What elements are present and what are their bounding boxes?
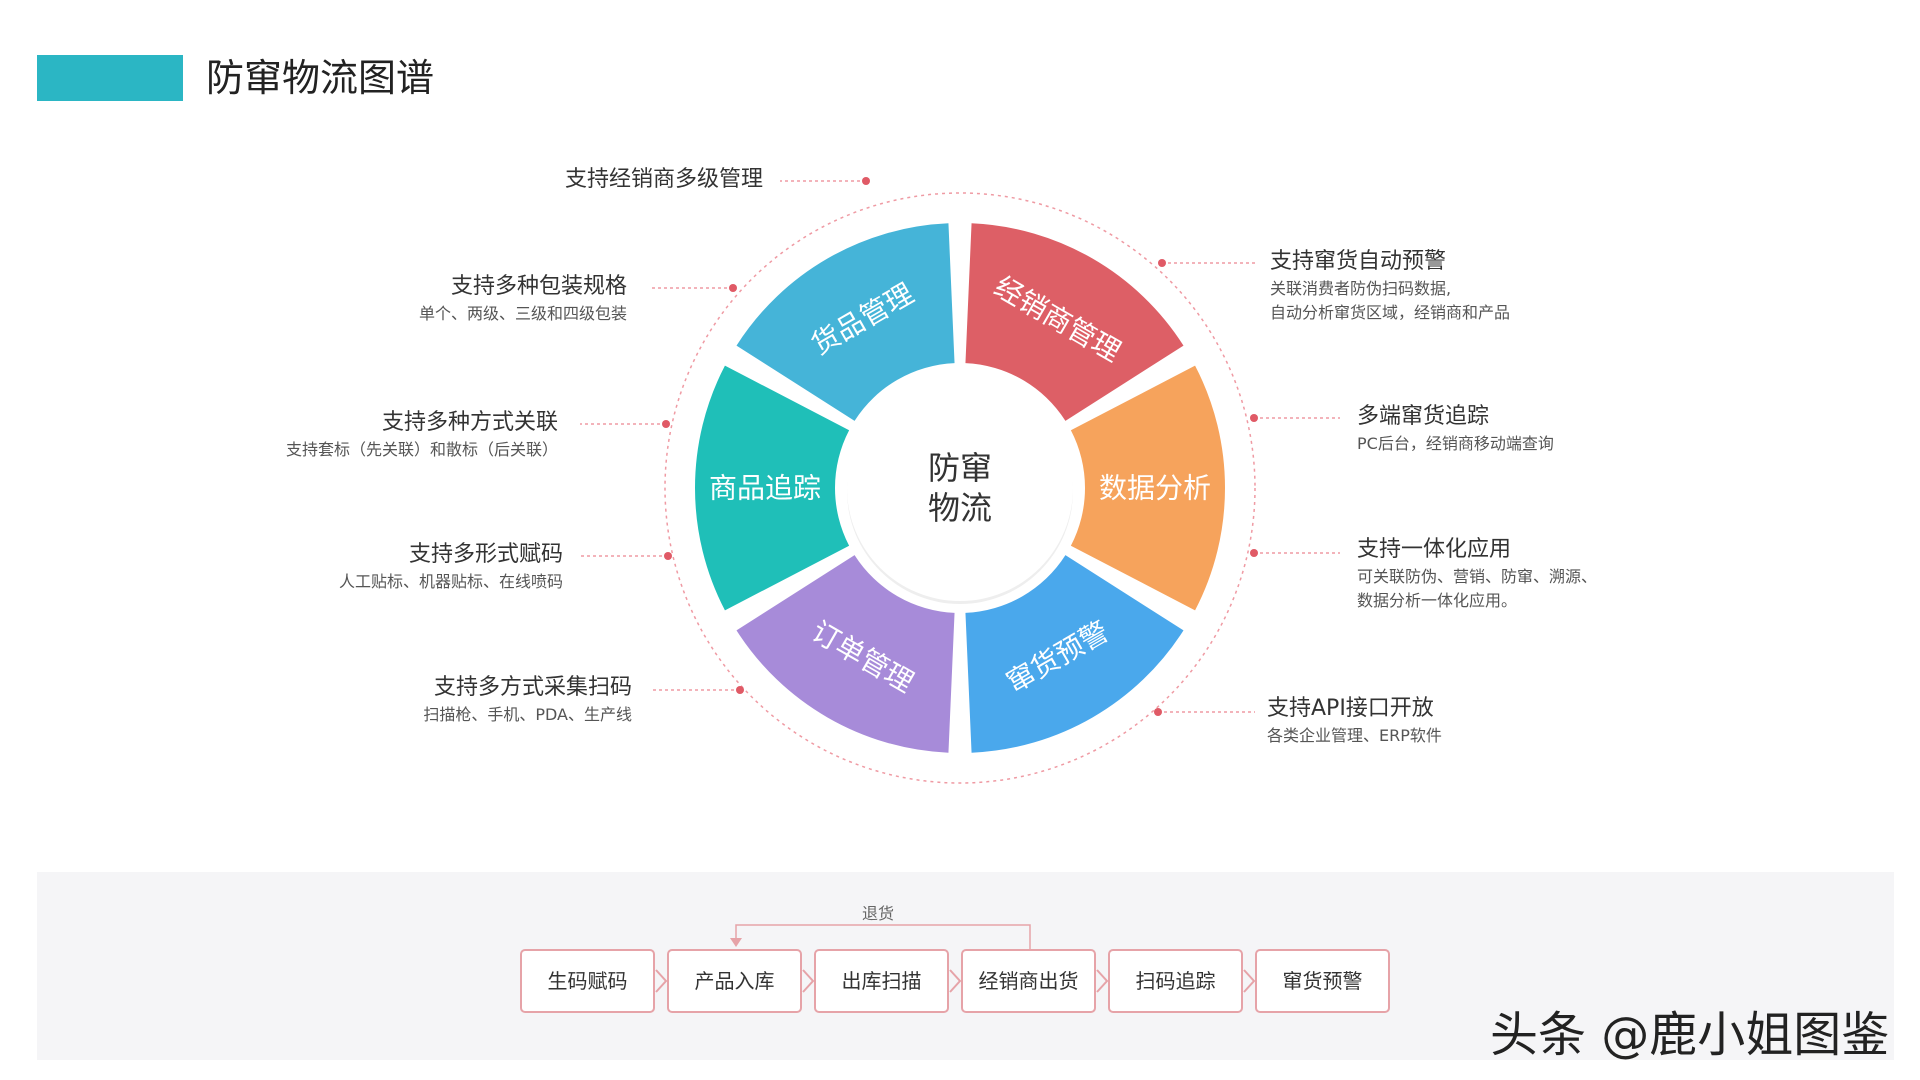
annotation-dot-6 — [1250, 414, 1258, 422]
outer-dashed-ring — [664, 192, 1256, 784]
segment-order-management — [736, 555, 955, 753]
annotation-dot-5 — [1158, 259, 1166, 267]
annotation-subtitle: 人工贴标、机器贴标、在线喷码 — [338, 572, 563, 591]
center-label-line2: 物流 — [928, 489, 992, 527]
annotation-subtitle-line1: 可关联防伪、营销、防窜、溯源、 — [1357, 567, 1598, 586]
annotation-packaging-specs: 支持多种包装规格 单个、两级、三级和四级包装 — [419, 272, 627, 326]
flow-step-generate-code: 生码赋码 — [520, 949, 655, 1013]
annotation-scan-collection: 支持多方式采集扫码 扫描枪、手机、PDA、生产线 — [423, 673, 632, 727]
annotation-subtitle-line2: 自动分析窜货区域，经销商和产品 — [1270, 303, 1511, 322]
return-label: 退货 — [862, 904, 895, 923]
flow-step-dealer-shipment: 经销商出货 — [961, 949, 1096, 1013]
annotation-title: 支持多种方式关联 — [381, 410, 558, 435]
annotation-dot-3 — [664, 552, 672, 560]
center-circle — [847, 375, 1073, 601]
flow-step-product-inbound: 产品入库 — [667, 949, 802, 1013]
flow-step-scan-tracking: 扫码追踪 — [1108, 949, 1243, 1013]
annotation-title: 支持API接口开放 — [1267, 696, 1434, 721]
annotation-dot-4 — [736, 686, 744, 694]
annotation-dot-8 — [1154, 708, 1162, 716]
center-label-line1: 防窜 — [928, 449, 992, 487]
segment-goods-management — [736, 223, 955, 421]
annotation-title: 支持经销商多级管理 — [564, 167, 763, 192]
segment-product-tracking — [694, 365, 850, 611]
segment-data-analysis — [1070, 365, 1225, 611]
annotation-title: 支持多形式赋码 — [408, 542, 563, 567]
annotation-subtitle: 扫描枪、手机、PDA、生产线 — [423, 705, 632, 724]
annotation-subtitle-line1: 各类企业管理、ERP软件 — [1267, 726, 1442, 745]
segment-dealer-management — [965, 223, 1184, 421]
annotation-subtitle: 单个、两级、三级和四级包装 — [418, 304, 627, 323]
annotation-subtitle: 支持套标（先关联）和散标（后关联） — [285, 440, 558, 459]
logistics-wheel-diagram: 货品管理经销商管理数据分析窜货预警订单管理商品追踪防窜物流 — [580, 177, 1340, 784]
page-title: 防窜物流图谱 — [206, 56, 435, 100]
annotation-dot-1 — [729, 284, 737, 292]
annotation-dot-7 — [1250, 549, 1258, 557]
flow-step-outbound-scan: 出库扫描 — [814, 949, 949, 1013]
annotation-association-methods: 支持多种方式关联 支持套标（先关联）和散标（后关联） — [286, 408, 558, 462]
annotation-coding-forms: 支持多形式赋码 人工贴标、机器贴标、在线喷码 — [339, 540, 563, 594]
annotation-title: 多端窜货追踪 — [1357, 404, 1490, 429]
title-accent-bar — [37, 55, 183, 101]
annotation-open-api: 支持API接口开放 各类企业管理、ERP软件 — [1267, 694, 1442, 748]
annotation-subtitle-line1: PC后台，经销商移动端查询 — [1357, 434, 1554, 453]
segment-data-analysis-label: 数据分析 — [1099, 472, 1211, 505]
annotation-title: 支持多种包装规格 — [450, 274, 627, 299]
annotation-subtitle-line2: 数据分析一体化应用。 — [1357, 591, 1518, 610]
annotation-dot-2 — [662, 420, 670, 428]
annotation-title: 支持窜货自动预警 — [1270, 249, 1447, 274]
flow-step-fleeing-warning: 窜货预警 — [1255, 949, 1390, 1013]
segment-fleeing-warning — [965, 555, 1184, 753]
annotation-title: 支持多方式采集扫码 — [433, 675, 632, 700]
watermark: 头条 @鹿小姐图鉴 — [1490, 1007, 1890, 1063]
annotation-multi-terminal-tracking: 多端窜货追踪 PC后台，经销商移动端查询 — [1357, 402, 1554, 456]
annotation-auto-warning: 支持窜货自动预警 关联消费者防伪扫码数据, 自动分析窜货区域，经销商和产品 — [1270, 247, 1510, 325]
annotation-integrated-application: 支持一体化应用 可关联防伪、营销、防窜、溯源、 数据分析一体化应用。 — [1357, 535, 1597, 613]
annotation-dot-0 — [862, 177, 870, 185]
annotation-subtitle-line1: 关联消费者防伪扫码数据, — [1270, 279, 1452, 298]
annotation-multi-level-dealer: 支持经销商多级管理 — [565, 165, 763, 195]
annotation-title: 支持一体化应用 — [1357, 537, 1512, 562]
segment-product-tracking-label: 商品追踪 — [709, 472, 821, 505]
